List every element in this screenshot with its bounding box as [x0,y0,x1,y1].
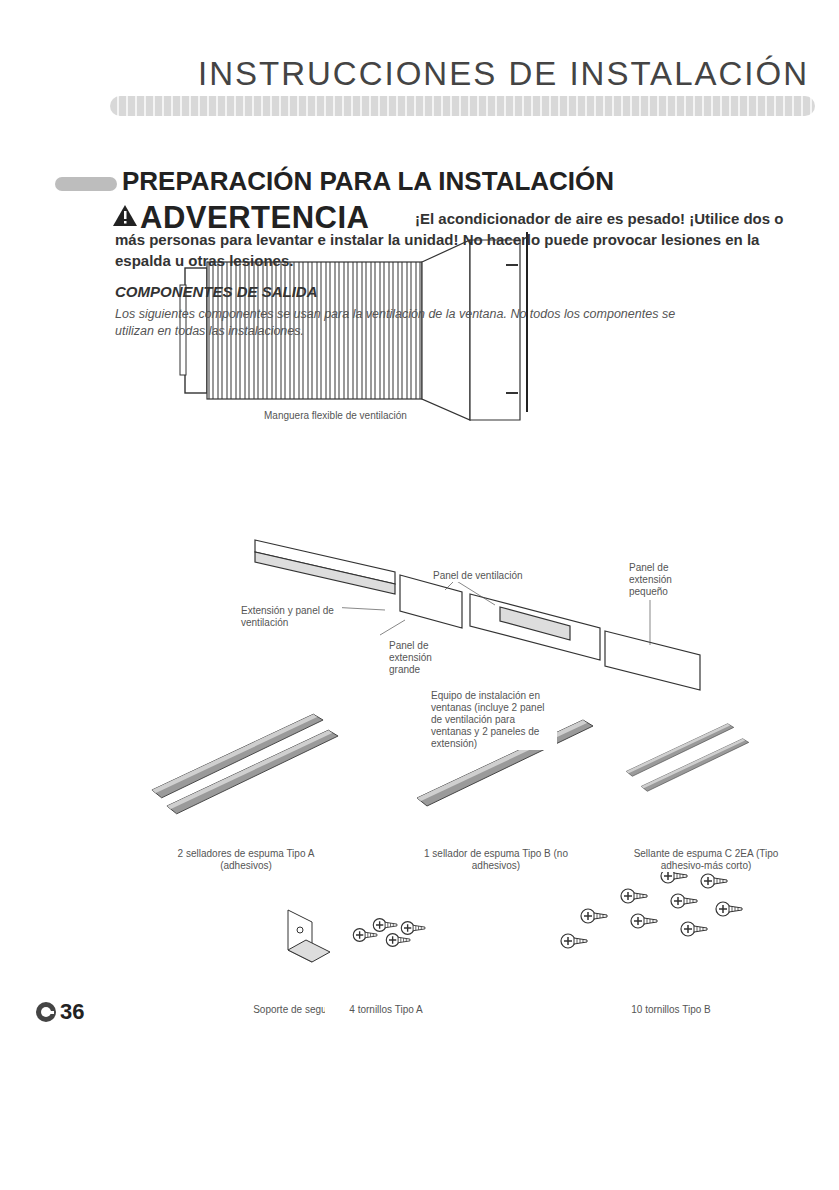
intro-text: Los siguientes componentes se usan para … [115,306,715,340]
section-heading: PREPARACIÓN PARA LA INSTALACIÓN [122,166,614,197]
part-label: Equipo de instalación en ventanas (inclu… [430,690,557,750]
page-title: INSTRUCCIONES DE INSTALACIÓN [198,55,809,93]
part-label: Panel de ventilación [432,570,524,582]
subheading: COMPONENTES DE SALIDA [115,283,318,300]
part-label: 4 tornillos Tipo A [325,1004,447,1016]
part-label: Manguera flexible de ventilación [263,410,408,422]
part-label: 2 selladores de espuma Tipo A (adhesivos… [160,848,332,872]
part-label: Sellante de espuma C 2EA (Tipo adhesivo-… [610,848,802,872]
warning-heading: ADVERTENCIA [140,200,369,236]
part-label: Panel de extensión grande [388,640,450,676]
part-label: Panel de extensión pequeño [628,562,692,598]
warning-text: ¡El acondicionador de aire es pesado! ¡U… [115,208,805,271]
part-label: 10 tornillos Tipo B [600,1004,742,1016]
part-label: Extensión y panel de ventilación [240,605,342,629]
part-label: 1 sellador de espuma Tipo B (no adhesivo… [400,848,592,872]
page-number: 36 [60,999,84,1025]
